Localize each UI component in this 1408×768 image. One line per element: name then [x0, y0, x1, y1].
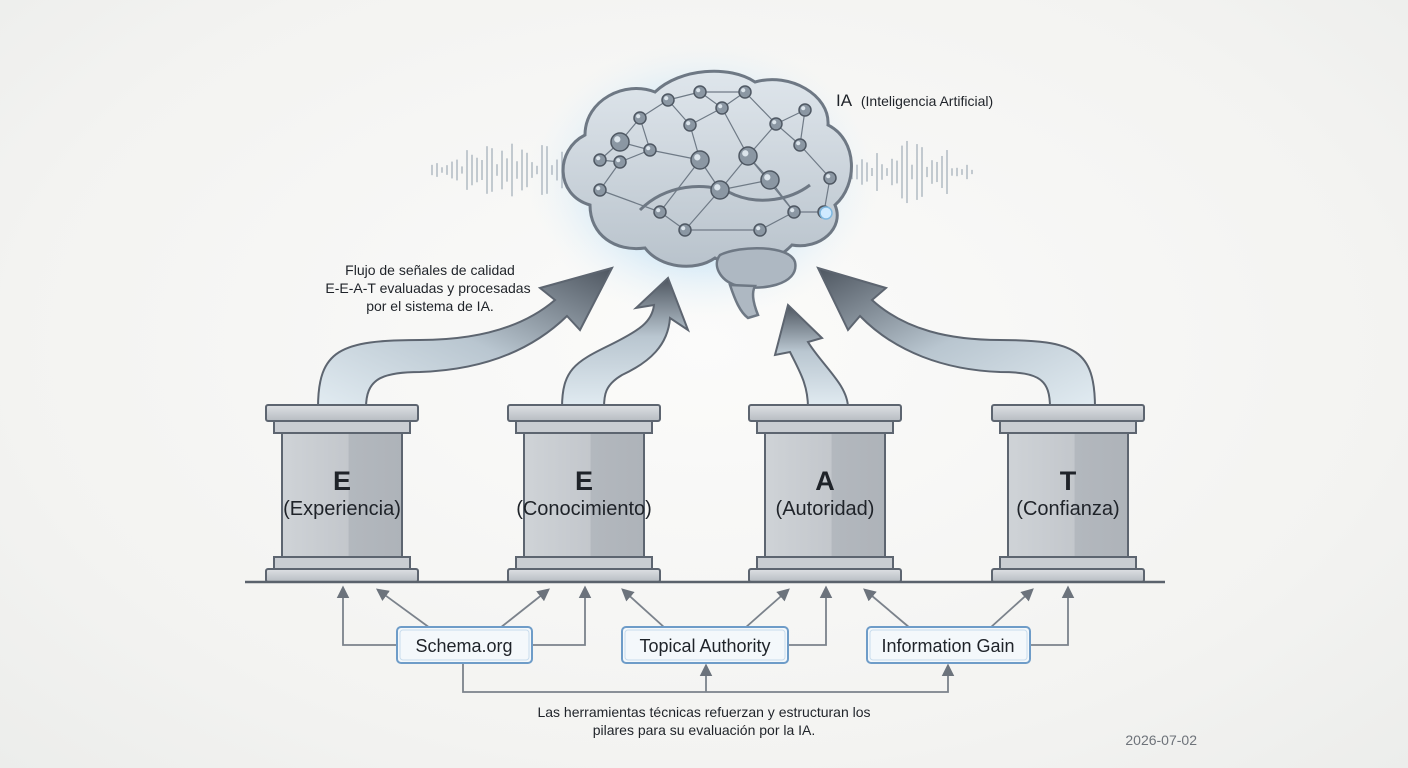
tool-label: Schema.org	[415, 636, 512, 656]
flow-note-line: E-E-A-T evaluadas y procesadas	[325, 280, 530, 296]
pillar-letter: T	[1060, 466, 1077, 496]
tool-box-topical-authority: Topical Authority	[621, 626, 789, 664]
flow-note-line: Flujo de señales de calidad	[345, 262, 515, 278]
pillar: A(Autoridad)	[748, 404, 902, 583]
pillar: E(Conocimiento)	[507, 404, 661, 583]
ai-label: IA	[836, 91, 853, 110]
ai-sublabel: (Inteligencia Artificial)	[861, 93, 993, 109]
pillar-name: (Confianza)	[1016, 498, 1119, 520]
sound-wave-icon	[431, 143, 588, 197]
flow-note-line: por el sistema de IA.	[366, 298, 494, 314]
tool-box-information-gain: Information Gain	[866, 626, 1031, 664]
pillar-letter: E	[575, 466, 593, 496]
sound-wave-icon	[851, 140, 973, 204]
tool-label: Topical Authority	[639, 636, 770, 656]
pillar-name: (Autoridad)	[776, 498, 875, 520]
flow-arrows	[316, 266, 1097, 409]
pillar-name: (Experiencia)	[283, 498, 401, 520]
pillar: T(Confianza)	[991, 404, 1145, 583]
tools-note-line: pilares para su evaluación por la IA.	[593, 722, 816, 738]
brain-network-icon	[431, 40, 973, 320]
tool-connectors	[336, 585, 1075, 693]
pillar: E(Experiencia)	[265, 404, 419, 583]
tools-note-line: Las herramientas técnicas refuerzan y es…	[537, 704, 870, 720]
pillar-name: (Conocimiento)	[516, 498, 652, 520]
date-stamp: 2026-07-02	[1125, 732, 1197, 748]
flow-arrow-confianza	[816, 266, 1097, 409]
flow-arrow-autoridad	[773, 303, 850, 409]
svg-text:IA (Inteligencia Artificia: IA (Inteligencia Artificial)	[836, 91, 993, 110]
tool-box-schema: Schema.org	[396, 626, 533, 664]
tools-note: Las herramientas técnicas refuerzan y es…	[537, 704, 870, 738]
pillar-letter: E	[333, 466, 351, 496]
flow-note: Flujo de señales de calidad E-E-A-T eval…	[325, 262, 530, 314]
pillars: E(Experiencia)E(Conocimiento)A(Autoridad…	[265, 404, 1145, 583]
pillar-letter: A	[815, 466, 835, 496]
flow-arrow-experiencia	[316, 266, 614, 409]
flow-arrow-conocimiento	[560, 276, 691, 409]
tool-label: Information Gain	[881, 636, 1014, 656]
